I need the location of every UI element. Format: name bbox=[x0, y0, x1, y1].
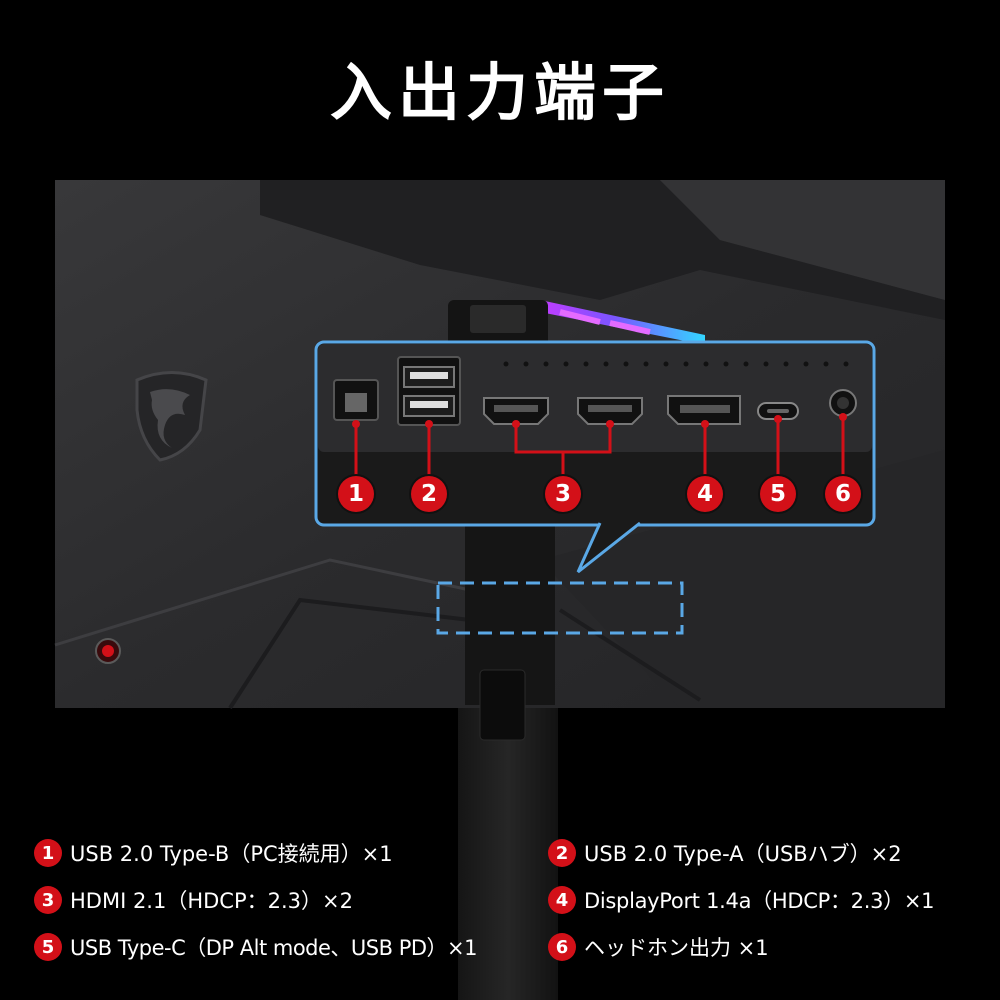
usb-type-a-ports bbox=[397, 356, 461, 426]
spec-item-5: 5 USB Type-C（DP Alt mode、USB PD）×1 bbox=[34, 932, 478, 962]
spec-number-badge: 6 bbox=[548, 933, 576, 961]
spec-number-badge: 1 bbox=[34, 839, 62, 867]
spec-text: DisplayPort 1.4a（HDCP：2.3）×1 bbox=[584, 889, 935, 913]
spec-text: ヘッドホン出力 ×1 bbox=[584, 936, 769, 960]
usb-type-c-port bbox=[757, 402, 799, 420]
msi-dragon-shield-icon bbox=[135, 371, 208, 462]
spec-number-badge: 5 bbox=[34, 933, 62, 961]
spec-text: USB 2.0 Type-B（PC接続用）×1 bbox=[70, 842, 393, 866]
port-area-highlight bbox=[436, 581, 684, 635]
usb-type-b-port bbox=[333, 379, 379, 421]
spec-number-badge: 3 bbox=[34, 886, 62, 914]
power-button-icon bbox=[95, 638, 121, 664]
page-title: 入出力端子 bbox=[329, 56, 670, 129]
spec-text: USB 2.0 Type-A（USBハブ）×2 bbox=[584, 842, 902, 866]
headphone-jack-port bbox=[829, 389, 857, 417]
spec-text: USB Type-C（DP Alt mode、USB PD）×1 bbox=[70, 936, 478, 960]
callout-number-5: 5 bbox=[760, 476, 796, 512]
callout-port-panel bbox=[314, 340, 876, 574]
spec-item-6: 6 ヘッドホン出力 ×1 bbox=[548, 932, 769, 962]
spec-item-3: 3 HDMI 2.1（HDCP：2.3）×2 bbox=[34, 885, 353, 915]
spec-number-badge: 4 bbox=[548, 886, 576, 914]
callout-number-1: 1 bbox=[338, 476, 374, 512]
callout-number-4: 4 bbox=[687, 476, 723, 512]
callout-number-2: 2 bbox=[411, 476, 447, 512]
spec-item-2: 2 USB 2.0 Type-A（USBハブ）×2 bbox=[548, 838, 902, 868]
spec-number-badge: 2 bbox=[548, 839, 576, 867]
displayport-port bbox=[667, 395, 741, 425]
hdmi-ports bbox=[483, 397, 643, 425]
callout-number-3: 3 bbox=[545, 476, 581, 512]
callout-number-6: 6 bbox=[825, 476, 861, 512]
spec-text: HDMI 2.1（HDCP：2.3）×2 bbox=[70, 889, 353, 913]
spec-item-4: 4 DisplayPort 1.4a（HDCP：2.3）×1 bbox=[548, 885, 935, 915]
rgb-light-strip bbox=[540, 300, 705, 345]
spec-item-1: 1 USB 2.0 Type-B（PC接続用）×1 bbox=[34, 838, 393, 868]
